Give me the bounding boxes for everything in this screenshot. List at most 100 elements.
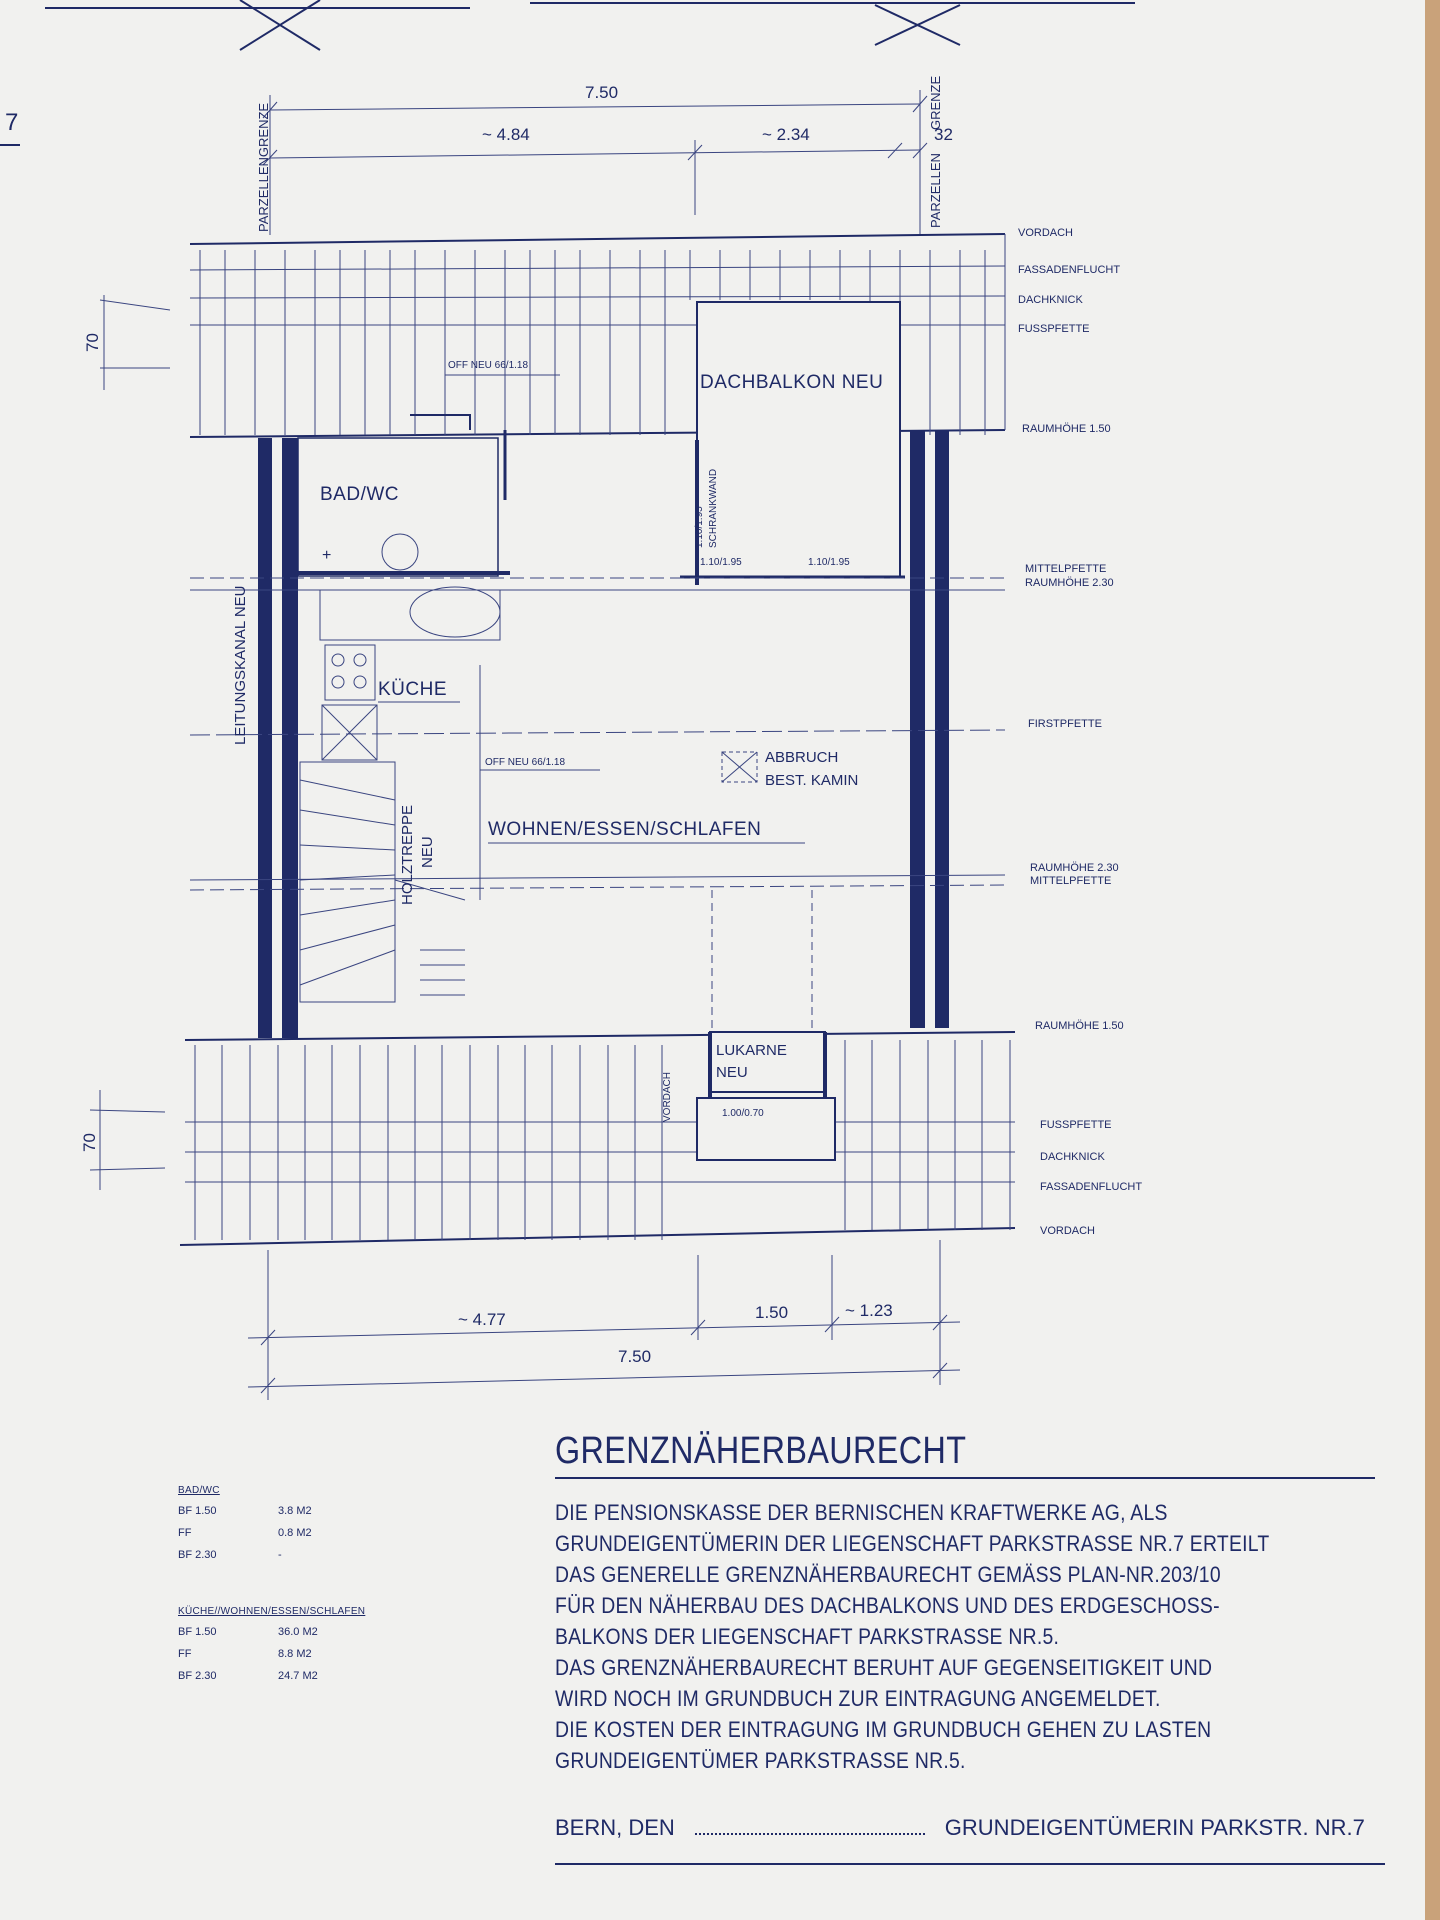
side-label: DACHKNICK (1018, 294, 1083, 306)
dim-70-line (89, 1109, 166, 1113)
side-label: FIRSTPFETTE (1028, 718, 1102, 730)
leitungskanal-label: LEITUNGSKANAL NEU (232, 586, 249, 746)
right-wall-outer (910, 430, 925, 1028)
lukarne-box (709, 1031, 826, 1093)
side-label: FUSSPFETTE (1040, 1119, 1112, 1131)
lukarne-label-a: LUKARNE (716, 1042, 787, 1059)
dim-bottom-mid: 1.50 (755, 1303, 788, 1322)
side-label: FUSSPFETTE (1018, 323, 1090, 335)
window-label-c: 1.10/1.95 (808, 557, 850, 568)
side-label: MITTELPFETTE (1030, 875, 1111, 887)
kamin-box (721, 751, 758, 783)
sink-icon (409, 586, 501, 638)
fridge-box (321, 704, 378, 761)
side-labels-bottom: FUSSPFETTE DACHKNICK FASSADENFLUCHT VORD… (1040, 1119, 1142, 1237)
statement-heading: GRENZNÄHERBAURECHT (555, 1430, 967, 1472)
statement-line: DIE PENSIONSKASSE DER BERNISCHEN KRAFTWE… (555, 1500, 1168, 1525)
off-mid-label: OFF NEU 66/1.18 (485, 757, 565, 768)
signature-line: BERN, DEN GRUNDEIGENTÜMERIN PARKSTR. NR.… (555, 1815, 1395, 1865)
holztreppe (299, 761, 466, 1003)
area-header: BAD/WC (178, 1485, 220, 1496)
bottom-dimensions: ~ 4.77 1.50 ~ 1.23 7.50 (247, 1240, 961, 1400)
side-label: DACHKNICK (1040, 1151, 1105, 1163)
lukarne-size-label: 1.00/0.70 (722, 1108, 764, 1119)
holztreppe-label-a: HOLZTREPPE (399, 805, 416, 905)
statement-line: DAS GENERELLE GRENZNÄHERBAURECHT GEMÄSS … (555, 1562, 1221, 1587)
dachbalkon-box (696, 301, 901, 578)
dim-bottom-right: ~ 1.23 (845, 1301, 893, 1320)
statement-block: GRENZNÄHERBAURECHT DIE PENSIONSKASSE DER… (555, 1430, 1385, 1776)
dim-top-right: 32 (934, 125, 953, 144)
off-top-label: OFF NEU 66/1.18 (448, 360, 528, 371)
dim-70-line (89, 1167, 166, 1171)
lukarne-label-b: NEU (716, 1064, 748, 1081)
side-labels-top: VORDACH FASSADENFLUCHT DACHKNICK FUSSPFE… (1018, 227, 1124, 1032)
dim-left-bottom-70: 70 (80, 1133, 99, 1152)
dim-top-left: ~ 4.84 (482, 125, 530, 144)
mittelpfette-line-lower (189, 884, 1006, 891)
dim-top-total: 7.50 (585, 83, 618, 102)
dim-top-mid: ~ 2.34 (762, 125, 810, 144)
washbasin-icon (381, 533, 419, 571)
upper-roof-band (189, 233, 1006, 438)
left-wall-outer (258, 438, 272, 1038)
grid-cross-mark (239, 0, 321, 51)
bad-room (297, 437, 499, 577)
window-label-b: 1.10/1.95 (700, 557, 742, 568)
side-label: MITTELPFETTE (1025, 563, 1106, 575)
side-label: VORDACH (1040, 1225, 1095, 1237)
bad-wc-label: BAD/WC (320, 484, 399, 505)
wohnen-label: WOHNEN/ESSEN/SCHLAFEN (488, 819, 761, 840)
statement-line: DIE KOSTEN DER EINTRAGUNG IM GRUNDBUCH G… (555, 1717, 1212, 1742)
signature-rule (555, 1863, 1385, 1865)
signature-dots (694, 1819, 925, 1835)
dim-bottom-left: ~ 4.77 (458, 1310, 506, 1329)
dim-left-top-70: 70 (83, 333, 102, 352)
floor-plan-drawing: 7 7.50 ~ 4.84 ~ 2.34 32 PARZELLENGRENZE … (0, 0, 1142, 1400)
lukarne-outer-box (696, 1097, 836, 1161)
signature-place: BERN, DEN (555, 1815, 675, 1840)
window-label-a: 1.10/1.95 (694, 506, 705, 548)
edge-number: 7 (5, 109, 18, 136)
area-header: KÜCHE//WOHNEN/ESSEN/SCHLAFEN (178, 1606, 366, 1617)
vordach-vertical-label: VORDACH (662, 1072, 673, 1122)
left-wall-inner (282, 438, 298, 1038)
parzellengrenze-left-label: PARZELLENGRENZE (256, 103, 271, 232)
cross-mark: + (322, 547, 331, 564)
grid-cross-mark (874, 4, 961, 46)
dim-bottom-total: 7.50 (618, 1347, 651, 1366)
statement-line: WIRD NOCH IM GRUNDBUCH ZUR EINTRAGUNG AN… (555, 1686, 1161, 1711)
lower-roof-band (179, 1031, 1016, 1246)
statement-line: GRUNDEIGENTÜMERIN DER LIEGENSCHAFT PARKS… (555, 1531, 1270, 1556)
area-row: BF 2.30- (178, 1549, 282, 1561)
signature-owner: GRUNDEIGENTÜMERIN PARKSTR. NR.7 (944, 1815, 1365, 1840)
parzellengrenze-right-label-a: PARZELLEN (928, 153, 943, 228)
mittelpfette-line-lower (189, 874, 1006, 881)
right-wall-inner (935, 430, 949, 1028)
side-label: RAUMHÖHE 1.50 (1035, 1020, 1124, 1032)
dim-70-line (99, 299, 171, 311)
door-frame (410, 414, 471, 430)
side-label: FASSADENFLUCHT (1018, 264, 1120, 276)
parzellengrenze-right-label-b: GRENZE (928, 76, 943, 131)
dachbalkon-label: DACHBALKON NEU (700, 372, 883, 393)
schrankwand-label: SCHRANKWAND (708, 469, 719, 548)
firstpfette-line (189, 729, 1006, 736)
side-label: RAUMHÖHE 1.50 (1022, 423, 1111, 435)
statement-line: FÜR DEN NÄHERBAU DES DACHBALKONS UND DES… (555, 1593, 1220, 1618)
statement-line: GRUNDEIGENTÜMER PARKSTRASSE NR.5. (555, 1748, 966, 1773)
kueche-label: KÜCHE (378, 679, 447, 700)
statement-line: DAS GRENZNÄHERBAURECHT BERUHT AUF GEGENS… (555, 1655, 1213, 1680)
statement-rule (555, 1477, 1375, 1479)
side-label: VORDACH (1018, 227, 1073, 239)
kitchen-counter (319, 589, 501, 641)
